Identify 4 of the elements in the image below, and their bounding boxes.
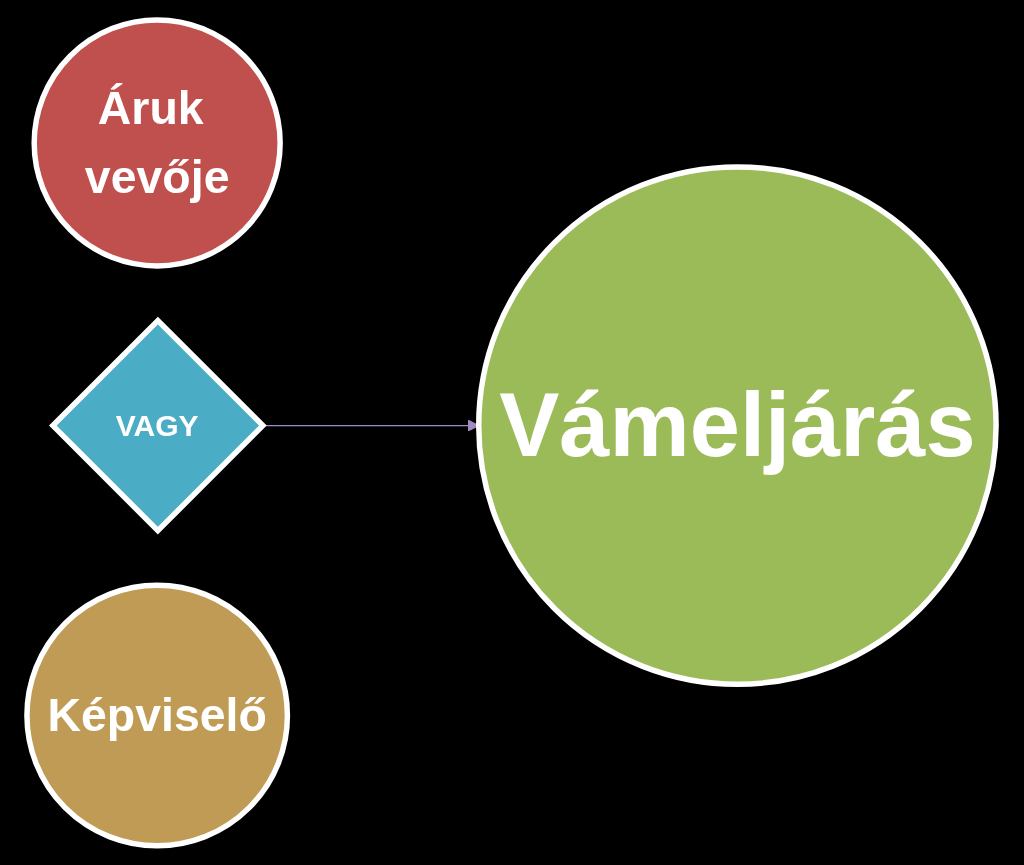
node-diamond: VAGY	[49, 316, 268, 535]
node-circle: Áruk vevője	[31, 16, 284, 269]
node-circle: Képviselő	[24, 582, 291, 849]
node-circle: Vámeljárás	[476, 163, 1000, 687]
